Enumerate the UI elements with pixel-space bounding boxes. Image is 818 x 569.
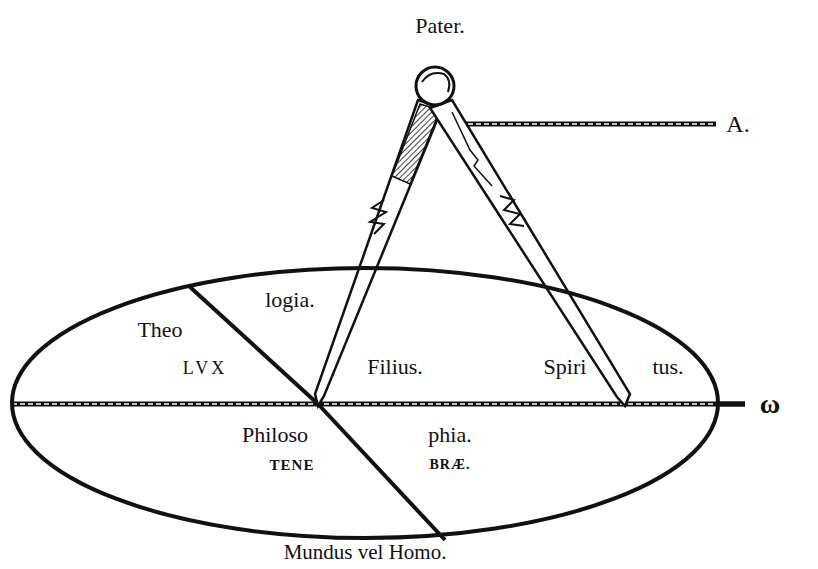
person-label: tus. xyxy=(652,356,683,378)
pater-label: Pater. xyxy=(415,15,465,37)
world-ellipse: Theo logia. LVX Filius. Spiri tus. Philoso phia… xyxy=(10,266,720,540)
motto-word: TENE xyxy=(270,458,315,473)
region-label: phia. xyxy=(428,424,471,446)
motto-word: LVX xyxy=(183,359,227,377)
region-label: Theo xyxy=(137,319,182,341)
divider-line xyxy=(190,287,318,404)
region-label: logia. xyxy=(265,289,315,311)
region-label: Philoso xyxy=(242,424,308,446)
axis-line-hatch xyxy=(12,403,745,404)
ellipse-outline xyxy=(12,268,718,538)
ellipse-outline xyxy=(10,266,720,540)
omega-line xyxy=(720,402,745,407)
alpha-label: A. xyxy=(726,112,749,136)
alpha-line xyxy=(452,122,716,127)
alpha-line-hatch xyxy=(452,123,716,124)
compass-leg-shading xyxy=(452,112,492,186)
person-label: Filius. xyxy=(367,356,423,378)
omega-label: ω xyxy=(760,390,780,418)
motto-word: BRÆ. xyxy=(430,458,471,472)
compass-ornament xyxy=(500,196,524,226)
person-label: Spiri xyxy=(544,356,587,378)
compass-leg xyxy=(430,100,630,406)
compass-hinge xyxy=(416,67,454,105)
compass-leg xyxy=(315,100,442,406)
compass-ornament xyxy=(370,200,386,234)
compass-leg-hatch xyxy=(392,104,440,184)
compass-hinge-shade xyxy=(422,73,449,92)
caption-label: Mundus vel Homo. xyxy=(284,542,447,563)
divider-line xyxy=(318,404,445,540)
axis-line xyxy=(12,402,745,407)
